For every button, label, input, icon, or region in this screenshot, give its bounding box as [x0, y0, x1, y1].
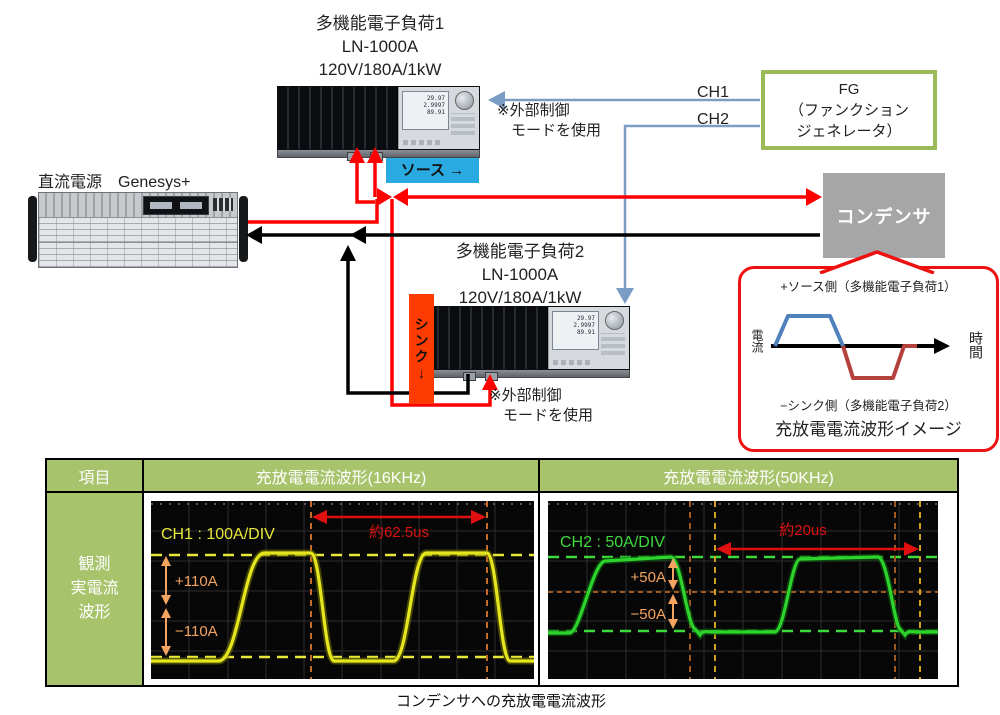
note-line1: ※外部制御: [489, 387, 562, 404]
supply-vent-grid-2: [39, 243, 237, 267]
header-item: 項目: [47, 460, 144, 493]
load1-front-panel: 29.97 2.9997 89.91: [398, 87, 479, 149]
supply-vent-grid-1: [39, 218, 237, 243]
load2-display-line3: 89.91: [576, 329, 595, 336]
supply-display: [143, 196, 209, 215]
scope1-period-arrow: [312, 510, 486, 524]
time-axis-arrow: [934, 338, 950, 354]
load1-display-line1: 29.97: [426, 95, 445, 102]
load2-model: LN-1000A: [481, 265, 559, 284]
function-generator-box: FG （ファンクション ジェネレータ）: [761, 70, 937, 150]
callout-y-axis-label: 電流: [750, 329, 764, 353]
load1-buttons: [451, 113, 475, 135]
load1-external-control-note: ※外部制御 モードを使用: [497, 101, 601, 141]
scope2-trace: [548, 555, 938, 638]
load2-external-control-note: ※外部制御 モードを使用: [489, 386, 593, 426]
supply-buttons: [213, 198, 233, 211]
electronic-load-2-device: 29.97 2.9997 89.91: [427, 306, 630, 381]
waveform-callout: +ソース側（多機能電子負荷1） 電流 時間 −シンク側（多機能電子負荷2） 充放…: [738, 266, 999, 452]
scope1-minus-amp-label: −110A: [175, 623, 218, 640]
sink-tag-text: シンク: [413, 317, 430, 365]
sink-tag: シンク ↓: [409, 294, 434, 404]
supply-top-row: [39, 193, 237, 218]
scope1-period-label: 約62.5us: [369, 524, 429, 541]
row-label-line3: 波形: [78, 604, 111, 621]
load2-rating: 120V/180A/1kW: [458, 288, 582, 307]
sink-trapezoid-wave: [841, 344, 917, 380]
source-tag: ソース →: [386, 158, 479, 183]
capacitor-box: コンデンサ: [823, 173, 945, 258]
load2-front-panel: 29.97 2.9997 89.91: [548, 307, 629, 369]
header-50khz: 充放電電流波形(50KHz): [540, 460, 957, 493]
oscilloscope-50khz-screenshot: 約20us CH2 : 50A/DIV +50A −50A: [548, 501, 938, 679]
source-trapezoid-wave: [773, 314, 845, 347]
scope1-amplitude-arrows: [161, 556, 171, 656]
load1-title: 多機能電子負荷1: [315, 14, 445, 33]
dc-supply-label: 直流電源 Genesys+: [38, 174, 191, 191]
scope2-plus-amp-label: +50A: [631, 569, 666, 586]
callout-title: 充放電電流波形イメージ: [775, 420, 962, 439]
ch1-label: CH1: [697, 84, 730, 101]
load2-label: 多機能電子負荷2 LN-1000A 120V/180A/1kW: [420, 240, 620, 309]
note-line1: ※外部制御: [497, 102, 570, 119]
load1-vent-grille-image: [278, 87, 398, 149]
scope1-trace: [151, 551, 534, 663]
load2-display-line1: 29.97: [576, 315, 595, 322]
source-wires: [248, 147, 822, 407]
row-label-observed-waveform: 観測 実電流 波形: [47, 493, 144, 685]
scope2-period-arrow: [716, 542, 919, 556]
dc-power-supply-device: [28, 192, 248, 268]
load2-button-row: [553, 360, 593, 365]
return-wires: [246, 226, 820, 395]
callout-source-side-label: +ソース側（多機能電子負荷1）: [780, 280, 957, 294]
row-label-line2: 実電流: [70, 580, 119, 597]
load1-display: 29.97 2.9997 89.91: [402, 91, 449, 130]
results-table: 項目 充放電電流波形(16KHz) 充放電電流波形(50KHz) 観測 実電流 …: [45, 458, 959, 687]
load2-buttons: [601, 333, 625, 355]
figure-caption: コンデンサへの充放電電流波形: [395, 693, 606, 710]
scope2-amplitude-arrows: [668, 558, 678, 629]
load1-button-row: [403, 140, 443, 145]
header-16khz: 充放電電流波形(16KHz): [144, 460, 540, 493]
load2-display: 29.97 2.9997 89.91: [552, 311, 599, 350]
load2-knob: [605, 311, 624, 330]
scope1-cell: 約62.5us CH1 : 100A/DIV +110A −110A: [144, 493, 540, 685]
callout-sink-side-label: −シンク側（多機能電子負荷2）: [780, 399, 957, 413]
scope2-period-label: 約20us: [779, 522, 827, 539]
load2-display-line2: 2.9997: [573, 322, 595, 329]
scope1-grid: [151, 501, 534, 679]
load1-rating: 120V/180A/1kW: [318, 60, 442, 79]
callout-x-axis-label: 時間: [968, 331, 984, 359]
load1-display-line3: 89.91: [426, 109, 445, 116]
fg-desc-line2: ジェネレータ）: [796, 122, 902, 140]
ch1-wire: [488, 91, 760, 109]
scope2-cell: 約20us CH2 : 50A/DIV +50A −50A: [540, 493, 957, 685]
row-label-line1: 観測: [78, 556, 111, 573]
note-line2: モードを使用: [511, 122, 602, 139]
callout-pointer: [819, 250, 935, 274]
ch2-label: CH2: [697, 111, 730, 128]
scope2-channel-label: CH2 : 50A/DIV: [560, 534, 665, 551]
scope1-channel-label: CH1 : 100A/DIV: [161, 526, 275, 543]
supply-handle-right: [239, 196, 248, 262]
load1-label: 多機能電子負荷1 LN-1000A 120V/180A/1kW: [280, 12, 480, 81]
scope2-minus-amp-label: −50A: [631, 606, 666, 623]
fg-name: FG: [838, 80, 860, 98]
load1-knob: [455, 91, 474, 110]
load2-title: 多機能電子負荷2: [455, 242, 585, 261]
supply-front-panel: [38, 192, 238, 268]
load1-display-line2: 2.9997: [423, 102, 445, 109]
callout-mini-chart: [771, 314, 950, 380]
load1-model: LN-1000A: [341, 37, 419, 56]
note-line2: モードを使用: [503, 407, 594, 424]
supply-handle-left: [28, 196, 37, 262]
oscilloscope-16khz-screenshot: 約62.5us CH1 : 100A/DIV +110A −110A: [151, 501, 534, 679]
fg-desc-line1: （ファンクション: [788, 101, 909, 119]
sink-down-arrow: ↓: [418, 365, 425, 381]
load2-vent-grille-image: [428, 307, 548, 369]
scope1-plus-amp-label: +110A: [175, 573, 218, 590]
